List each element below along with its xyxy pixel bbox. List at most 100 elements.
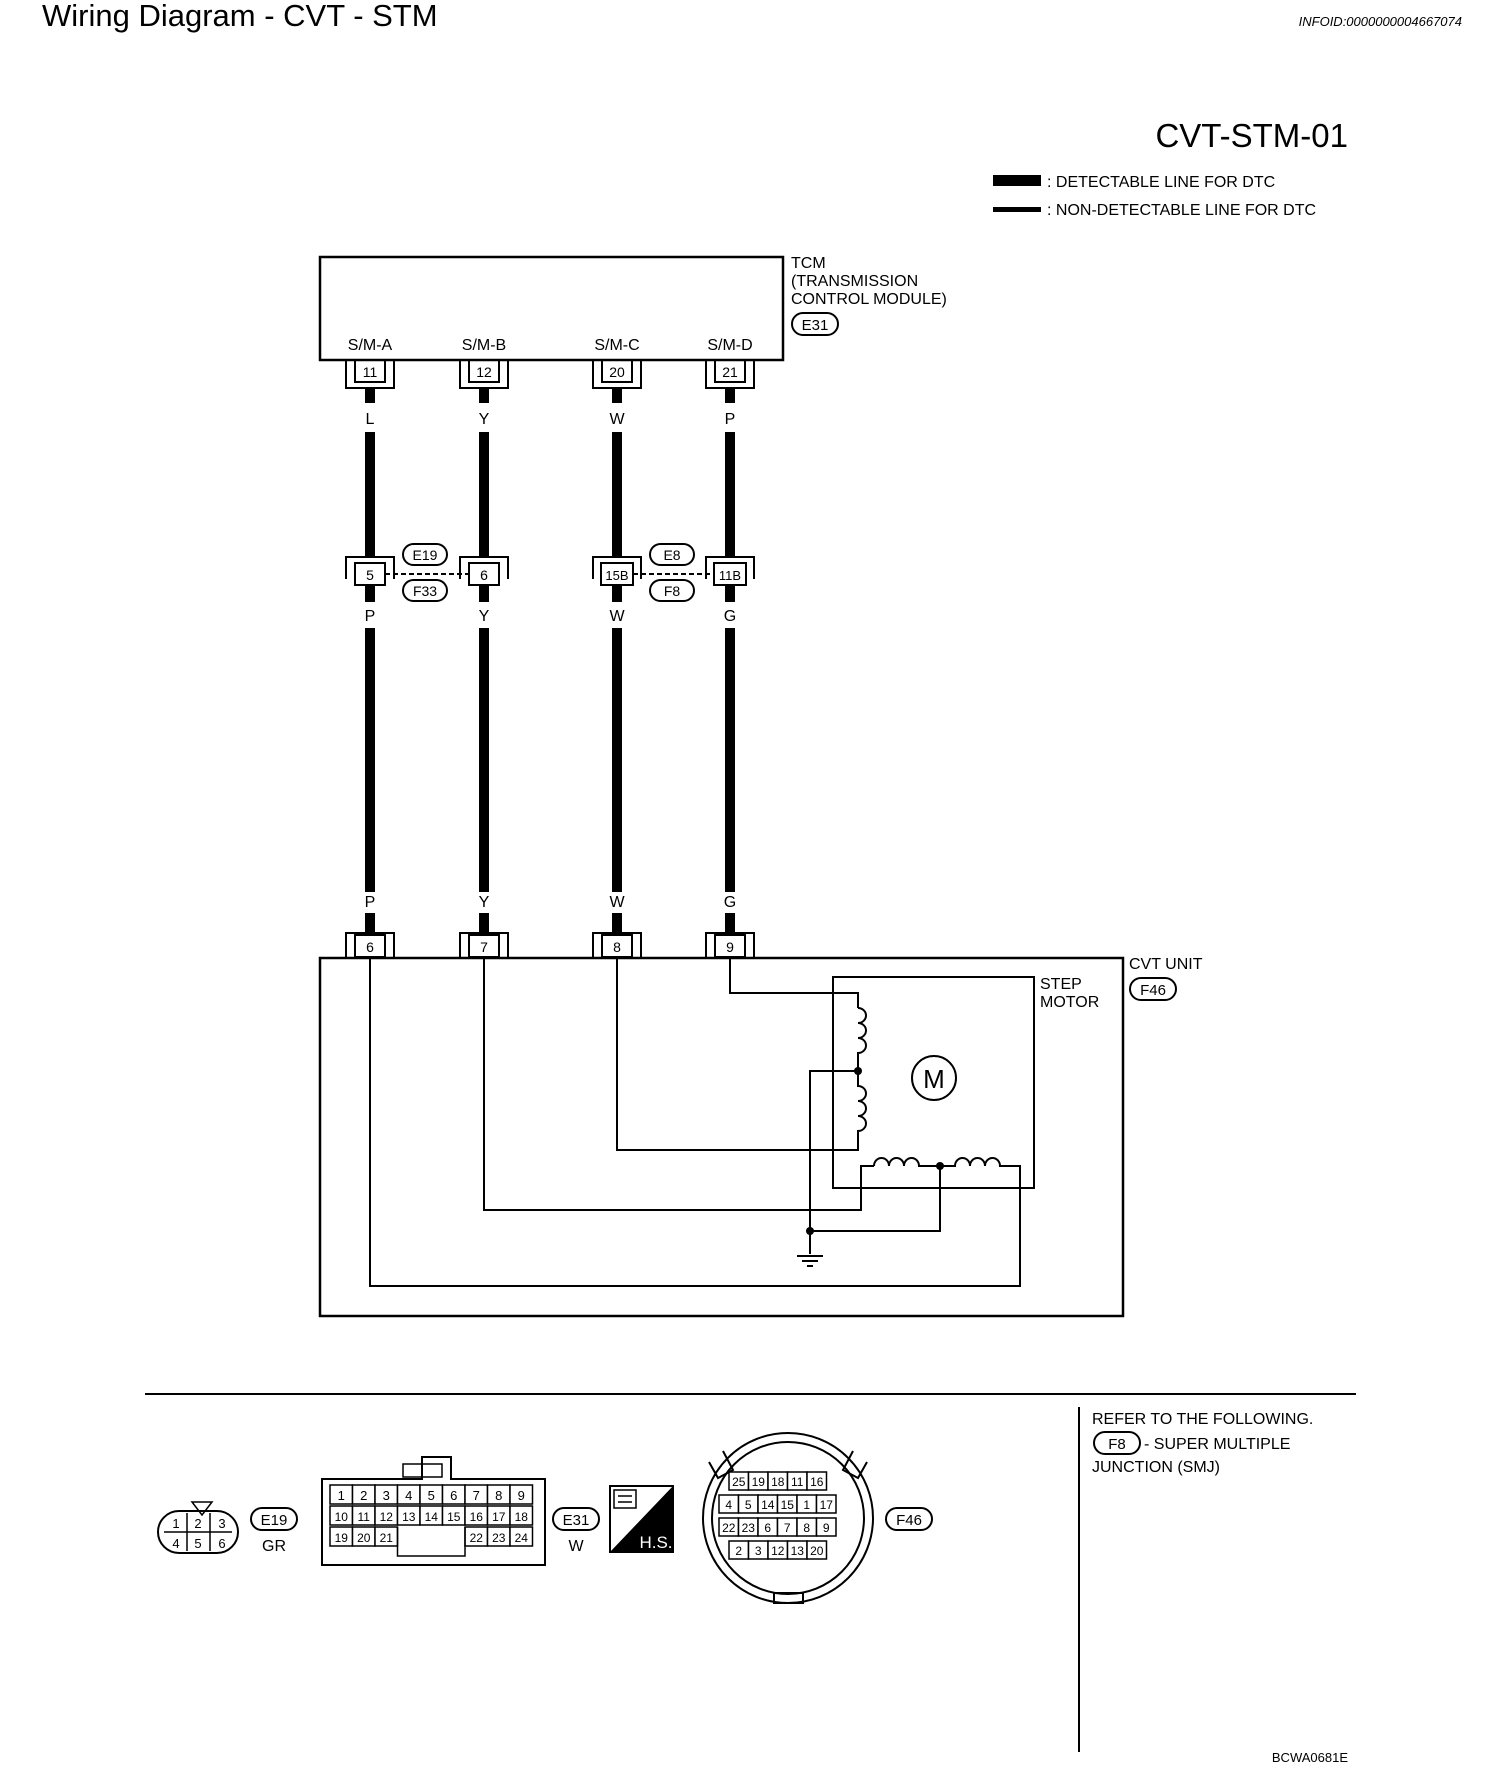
cvt-pin-9-label: 9 <box>726 939 734 955</box>
wire-color-smb-upper: Y <box>479 411 490 428</box>
junction-left-lower-label: F33 <box>413 583 437 599</box>
tcm-terminal-label-b: S/M-B <box>462 337 506 354</box>
coil-icon <box>857 1007 867 1071</box>
junction-pin-6-label: 6 <box>480 567 488 583</box>
pin-label: 3 <box>383 1488 390 1503</box>
e31-keyway <box>396 1527 466 1557</box>
pin-label: 12 <box>380 1510 394 1524</box>
refer-line3: JUNCTION (SMJ) <box>1092 1459 1220 1476</box>
legend-detectable-swatch <box>993 175 1041 186</box>
junction-dot-ground <box>806 1227 814 1235</box>
pin-cell <box>509 1526 534 1547</box>
pin-label: 4 <box>725 1498 732 1512</box>
pin-label: 17 <box>820 1498 834 1512</box>
wire-color-sma-upper: L <box>366 411 375 428</box>
pin-label: 6 <box>450 1488 457 1503</box>
junction-pin-11b-label: 11B <box>719 568 741 583</box>
wire-color-smb-junction: Y <box>479 608 490 625</box>
tcm-name-line2: (TRANSMISSION <box>791 273 918 290</box>
junction-pin-11b: 11B <box>705 556 755 586</box>
pin-label: 16 <box>810 1475 824 1489</box>
cvt-pin-8: 8 <box>592 932 642 958</box>
pin-label: 13 <box>791 1544 805 1558</box>
pin-label: 6 <box>764 1521 771 1535</box>
pin-label: 22 <box>722 1521 736 1535</box>
pin-label: 9 <box>823 1521 830 1535</box>
cvt-unit-box <box>318 956 1125 1318</box>
pin-label: 23 <box>492 1531 506 1545</box>
e31-color-label: W <box>568 1538 584 1555</box>
pin-label: 1 <box>803 1498 810 1512</box>
e19-id-label: E19 <box>261 1512 288 1529</box>
cvt-pin-7-label: 7 <box>480 939 488 955</box>
pin-label: 21 <box>380 1531 394 1545</box>
page-title: Wiring Diagram - CVT - STM <box>42 0 438 33</box>
wire-color-sma-junction: P <box>365 608 376 625</box>
cvt-unit-connector-oval <box>1129 977 1177 1001</box>
pin-label: 5 <box>745 1498 752 1512</box>
tcm-pin-11: 11 <box>345 359 395 389</box>
pin-cell <box>509 1484 534 1505</box>
tcm-pin-20-label: 20 <box>609 364 625 380</box>
pin-label: 5 <box>428 1488 435 1503</box>
junction-right-upper-label: E8 <box>663 547 680 563</box>
wire-color-cvt-7: Y <box>479 894 490 911</box>
e19-id-oval <box>250 1507 298 1531</box>
legend-detectable-label: : DETECTABLE LINE FOR DTC <box>1047 174 1275 191</box>
wire-color-smd-junction: G <box>724 608 736 625</box>
junction-dot-horizontal <box>936 1162 944 1170</box>
e31-connector-face <box>321 1456 546 1566</box>
cvt-pin-8-label: 8 <box>613 939 621 955</box>
coil-icon <box>873 1157 940 1167</box>
refer-line2: - SUPER MULTIPLE <box>1144 1436 1290 1453</box>
e31-id-label: E31 <box>563 1512 590 1529</box>
pin-label: 12 <box>771 1544 785 1558</box>
junction-pin-5-label: 5 <box>366 567 374 583</box>
e19-pin-2: 2 <box>194 1516 201 1531</box>
pin-label: 11 <box>358 1510 371 1524</box>
internal-wiring <box>369 958 1021 1287</box>
cvt-pin-7: 7 <box>459 932 509 958</box>
refer-connector-label: F8 <box>1108 1436 1126 1453</box>
wire-color-cvt-9: G <box>724 894 736 911</box>
pin-label: 23 <box>742 1521 756 1535</box>
coil-icon <box>616 958 867 1151</box>
refer-connector-oval <box>1093 1431 1141 1455</box>
wire-color-smc-upper: W <box>609 411 625 428</box>
junction-pin-6: 6 <box>459 556 509 586</box>
e19-connector-face <box>157 1501 239 1554</box>
cvt-unit-name: CVT UNIT <box>1129 956 1203 973</box>
pin-label: 15 <box>447 1510 461 1524</box>
e19-pin-4: 4 <box>172 1536 179 1551</box>
refer-line1: REFER TO THE FOLLOWING. <box>1092 1411 1313 1428</box>
tcm-pin-21: 21 <box>705 359 755 389</box>
tcm-connector-label: E31 <box>802 317 829 334</box>
pin-label: 17 <box>492 1510 506 1524</box>
wire-color-smd-upper: P <box>725 411 736 428</box>
pin-label: 24 <box>515 1531 529 1545</box>
pin-label: 8 <box>803 1521 810 1535</box>
pin-label: 13 <box>402 1510 416 1524</box>
pin-cell <box>815 1517 837 1537</box>
e31-id-oval <box>552 1507 600 1531</box>
pin-label: 1 <box>338 1488 345 1503</box>
e19-pin-6: 6 <box>218 1536 225 1551</box>
tcm-terminal-label-a: S/M-A <box>348 337 393 354</box>
cvt-pin-6-label: 6 <box>366 939 374 955</box>
pin-label: 19 <box>752 1475 766 1489</box>
pin-label: 14 <box>425 1510 439 1524</box>
pin-label: 18 <box>771 1475 785 1489</box>
cvt-unit-connector-label: F46 <box>1140 982 1166 999</box>
junction-right-lower-label: F8 <box>664 583 681 599</box>
pin-label: 22 <box>470 1531 484 1545</box>
cvt-pin-9: 9 <box>705 932 755 958</box>
tcm-name-line3: CONTROL MODULE) <box>791 291 947 308</box>
junction-pin-5: 5 <box>345 556 395 586</box>
f46-id-label: F46 <box>896 1512 922 1529</box>
pin-label: 14 <box>761 1498 775 1512</box>
pin-cell <box>806 1471 828 1491</box>
pin-label: 16 <box>470 1510 484 1524</box>
tcm-pin-11-label: 11 <box>363 364 378 380</box>
